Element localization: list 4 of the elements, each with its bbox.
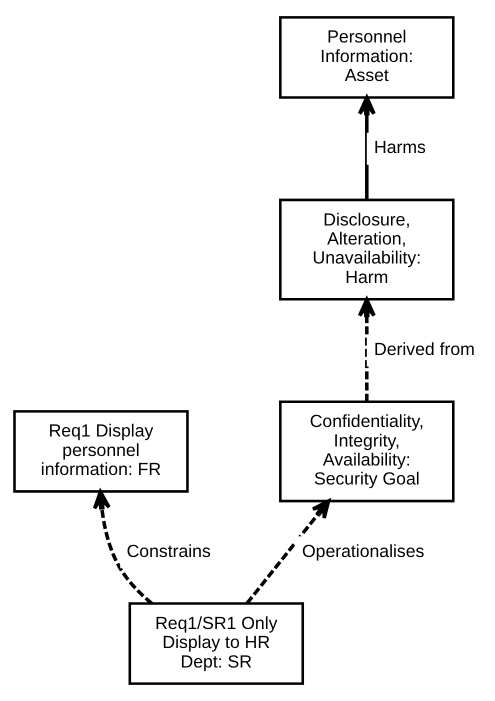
edge-label: Derived from [374,338,475,359]
edge-label: Harms [374,137,426,158]
edge-label: Operationalises [302,540,424,561]
edge-label: Constrains [126,540,211,561]
